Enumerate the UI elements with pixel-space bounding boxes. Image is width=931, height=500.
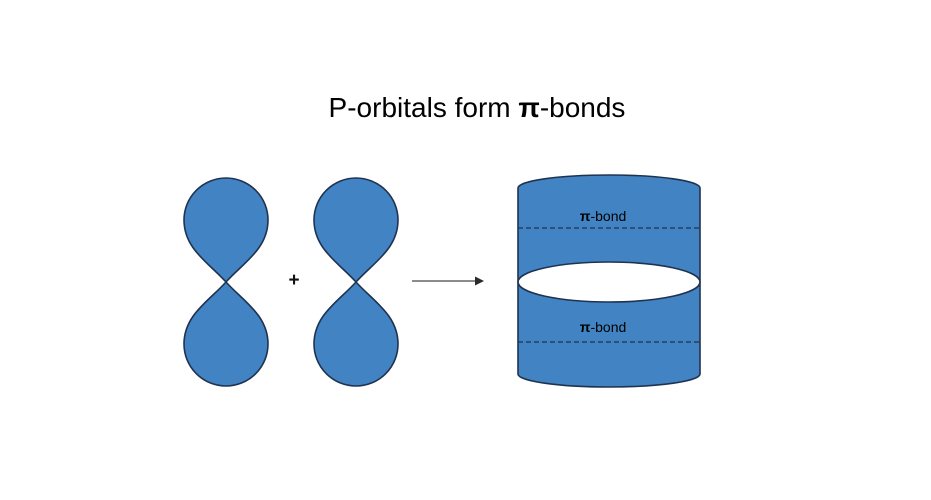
- page-title-prefix: P-orbitals form: [328, 92, 519, 123]
- pi-bond-label-top: π-bond: [580, 208, 627, 224]
- nodal-plane-ellipse: [517, 261, 701, 303]
- p-orbital-right: [313, 177, 399, 387]
- pi-bond-label-bottom-rest: -bond: [590, 319, 627, 335]
- page-title-pi: π: [518, 92, 540, 123]
- page-title: P-orbitals form π-bonds: [329, 92, 626, 124]
- pi-bond-label-bottom: π-bond: [580, 319, 627, 335]
- right-arrow-icon: [412, 276, 484, 286]
- plus-sign: +: [288, 270, 300, 291]
- pi-bond-label-top-pi: π: [579, 208, 591, 224]
- arrow-head: [475, 276, 484, 286]
- p-orbital-left: [183, 177, 269, 387]
- pi-bond-label-top-rest: -bond: [590, 208, 627, 224]
- pi-bond-label-bottom-pi: π: [579, 319, 591, 335]
- page-title-suffix: -bonds: [539, 92, 626, 123]
